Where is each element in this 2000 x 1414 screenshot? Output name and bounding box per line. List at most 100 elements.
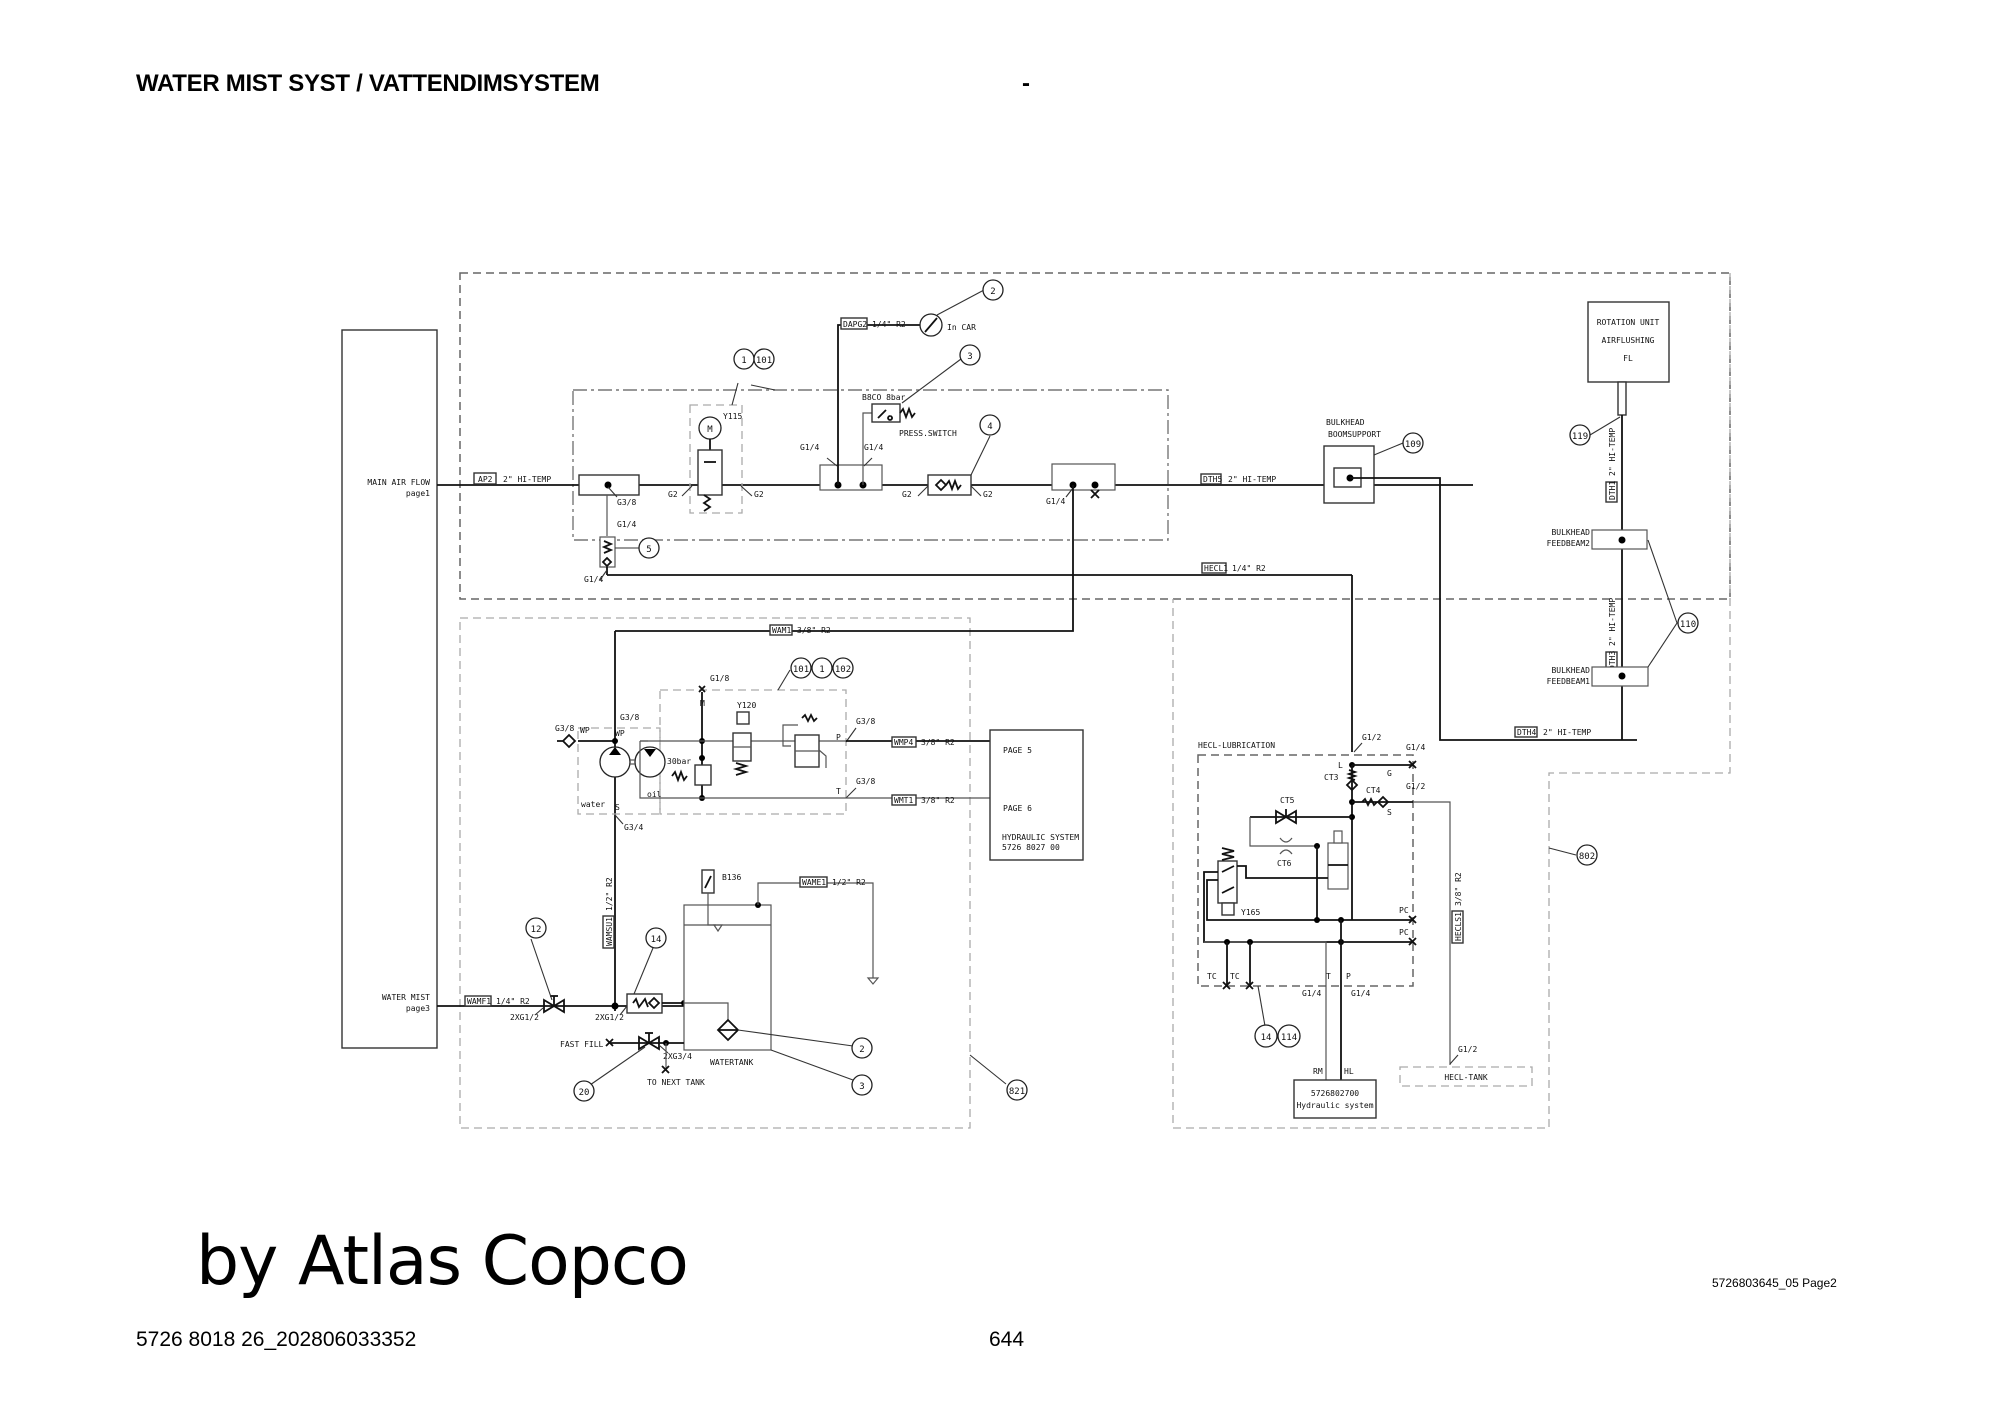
- port-2xg12-a: 2XG1/2: [510, 1013, 539, 1022]
- svg-text:M: M: [707, 425, 713, 435]
- hecl-hyd-number: 5726802700: [1311, 1089, 1359, 1098]
- item-bubble-3-switch: 3: [959, 344, 981, 366]
- port-g38-wp-label: G3/8: [620, 713, 639, 722]
- item-bubble-20: 20: [573, 1080, 595, 1102]
- hose-wmt1-spec: 3/8" R2: [921, 796, 955, 805]
- press-switch-rating: B8CO 8bar: [862, 393, 906, 402]
- hyd-system-number: 5726 8027 00: [1002, 843, 1060, 852]
- svg-text:109: 109: [1405, 440, 1421, 450]
- rotation-unit-label-3: FL: [1623, 354, 1633, 363]
- hecl-port-g14-p: G1/4: [1351, 989, 1370, 998]
- spring-icon: [601, 540, 614, 554]
- pressure-switch: [871, 403, 901, 423]
- port-leader: [1449, 1054, 1459, 1065]
- check-ball-icon: [1345, 778, 1359, 792]
- port-leader: [619, 1005, 628, 1016]
- plug-icon: [1408, 915, 1417, 924]
- oil-motor-icon: [634, 746, 666, 778]
- svg-text:1/2" R2: 1/2" R2: [605, 877, 614, 911]
- bulkhead-fb2-label-1: BULKHEAD: [1551, 528, 1590, 537]
- rotation-unit-connector: [1617, 381, 1627, 416]
- wp-label-a: WP: [580, 726, 590, 735]
- hecl-tc-b: TC: [1230, 972, 1240, 981]
- hecl-hyd-system: Hydraulic system: [1296, 1101, 1373, 1110]
- gauge-line: [837, 324, 920, 485]
- hose-wmt1-tag: WMT1: [894, 796, 913, 805]
- hose-dth1-group: DTH1 2" HI-TEMP: [1605, 428, 1618, 503]
- hose-tag-wmp4: [891, 736, 917, 748]
- plug-icon: [1245, 981, 1254, 990]
- valve-y165-solenoid: [1221, 902, 1235, 916]
- hydraulic-reference-box: [989, 729, 1084, 861]
- svg-text:2: 2: [859, 1045, 864, 1055]
- bulkhead-boom-label-2: BOOMSUPPORT: [1328, 430, 1381, 439]
- spring-icon: [945, 478, 962, 492]
- port-g18-label: G1/8: [710, 674, 729, 683]
- svg-text:5: 5: [646, 545, 651, 555]
- port-leader: [845, 787, 857, 799]
- port-g38-in-label: G3/8: [555, 724, 574, 733]
- item-bubble-101-air: 101: [753, 348, 775, 370]
- svg-text:3: 3: [967, 352, 972, 362]
- hecl-hl: HL: [1344, 1067, 1354, 1076]
- svg-text:110: 110: [1680, 620, 1696, 630]
- item-leader: [970, 435, 991, 476]
- item-bubble-101-pump: 101: [790, 657, 812, 679]
- bulkhead-boomsupport: [1323, 445, 1375, 504]
- level-switch-label: B136: [722, 873, 741, 882]
- hecl-port-p: P: [1346, 972, 1351, 981]
- port-leader: [1065, 487, 1074, 498]
- item-bubble-4-check: 4: [979, 414, 1001, 436]
- svg-text:1: 1: [819, 665, 824, 675]
- plug-icon: [698, 685, 706, 693]
- spring-icon: [632, 997, 649, 1009]
- plug-icon: [1408, 760, 1417, 769]
- check-valve-4: [927, 474, 972, 496]
- svg-text:102: 102: [835, 665, 851, 675]
- port-g2-a: G2: [668, 490, 678, 499]
- hecl-tank-label: HECL-TANK: [1444, 1073, 1488, 1082]
- svg-text:DTH1: DTH1: [1608, 481, 1617, 500]
- port-leader: [534, 1007, 544, 1016]
- item-leader: [737, 1029, 854, 1047]
- port-2xg34-label: 2XG3/4: [663, 1052, 692, 1061]
- port-leader: [1353, 742, 1363, 753]
- hose-tag-dapg2: [840, 317, 868, 330]
- bulkhead-boom-label-1: BULKHEAD: [1326, 418, 1365, 427]
- svg-text:14: 14: [651, 935, 662, 945]
- hose-tag-hecl1: [1201, 562, 1227, 574]
- hose-tag-dth4: [1514, 726, 1538, 738]
- hose-tag-wame1: [799, 876, 828, 888]
- relief-setting: 30bar: [667, 757, 691, 766]
- port-g38-t-label: G3/8: [856, 777, 875, 786]
- fast-fill-label: FAST FILL: [560, 1040, 604, 1049]
- relief-valve: [694, 764, 712, 786]
- junction-dot: [611, 1002, 619, 1010]
- manifold-g14-right: G1/4: [864, 443, 883, 452]
- item-bubble-1-air: 1: [733, 348, 755, 370]
- spring-icon: [671, 769, 688, 783]
- hecl-y165: Y165: [1241, 908, 1260, 917]
- svg-text:119: 119: [1572, 432, 1588, 442]
- hecl-t-line: [1204, 941, 1327, 1080]
- wp-label-b: WP: [615, 729, 625, 738]
- item-leader: [1589, 416, 1621, 436]
- item-bubble-802: 802: [1576, 844, 1598, 866]
- svg-text:4: 4: [987, 422, 992, 432]
- item-bubble-109: 109: [1402, 432, 1424, 454]
- hose-wam1-tag: WAM1: [772, 626, 791, 635]
- hecl-port-s: S: [1387, 808, 1392, 817]
- page-title: WATER MIST SYST / VATTENDIMSYSTEM: [136, 70, 600, 97]
- hyd-system-label: HYDRAULIC SYSTEM: [1002, 833, 1079, 842]
- hose-hecl1-spec: 1/4" R2: [1232, 564, 1266, 573]
- hose-dth3-group: DTH3 2" HI-TEMP: [1605, 598, 1618, 673]
- hecl-port-g12-l: G1/2: [1362, 733, 1381, 742]
- junction-dot: [699, 755, 705, 761]
- hose-tag-dth5: [1200, 473, 1222, 485]
- svg-text:2" HI-TEMP: 2" HI-TEMP: [1608, 428, 1617, 476]
- svg-text:14: 14: [1261, 1033, 1272, 1043]
- dth-feed-line: [1350, 477, 1637, 741]
- svg-text:WAMSU1: WAMSU1: [605, 917, 614, 946]
- port-g14-label-b: G1/4: [584, 575, 603, 584]
- svg-text:802: 802: [1579, 852, 1595, 862]
